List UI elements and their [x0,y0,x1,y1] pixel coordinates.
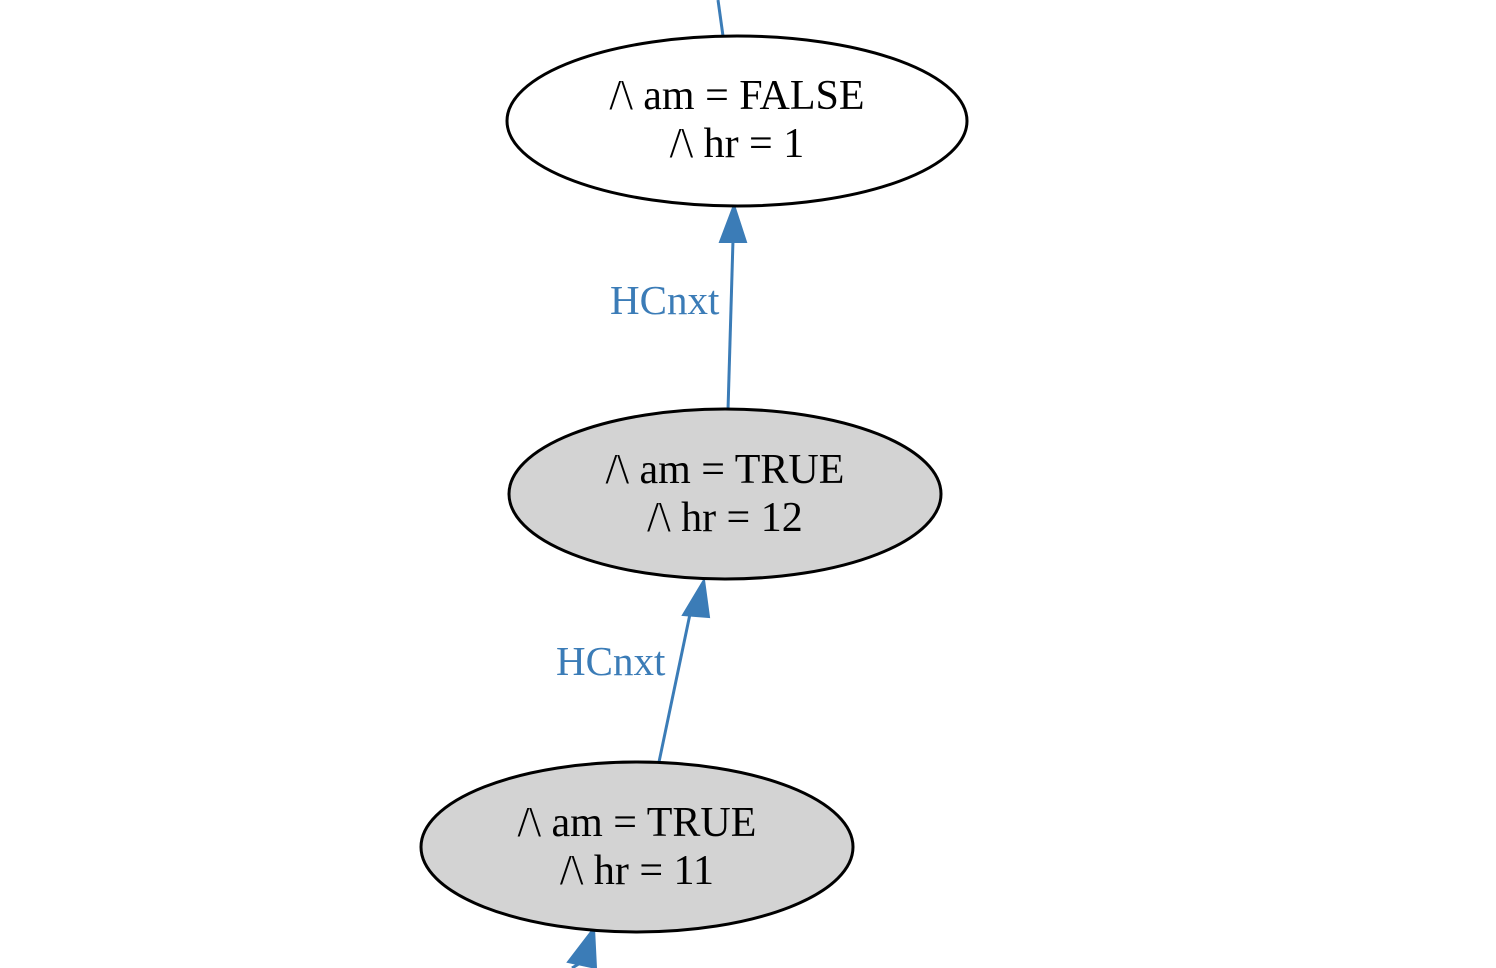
edge-3-to-2: HCnxt [556,577,711,763]
edge-incoming-top [716,0,725,37]
state-node: /\ am = TRUE /\ hr = 11 [419,760,855,934]
node-label-line: /\ hr = 11 [560,848,714,894]
node-label-line: /\ hr = 1 [670,121,805,167]
node-label-line: /\ hr = 12 [647,495,803,541]
node-label-line: /\ am = FALSE [609,73,864,119]
edge-label-hcnxt: HCnxt [556,638,666,684]
state-node: /\ am = FALSE /\ hr = 1 [505,34,969,208]
node-label-line: /\ am = TRUE [518,800,757,846]
edge-2-to-1: HCnxt [610,201,748,411]
edge-incoming-bottom [566,925,598,968]
node-label-line: /\ am = TRUE [606,447,845,493]
state-node: /\ am = TRUE /\ hr = 12 [507,407,943,581]
edge-label-hcnxt: HCnxt [610,277,720,323]
